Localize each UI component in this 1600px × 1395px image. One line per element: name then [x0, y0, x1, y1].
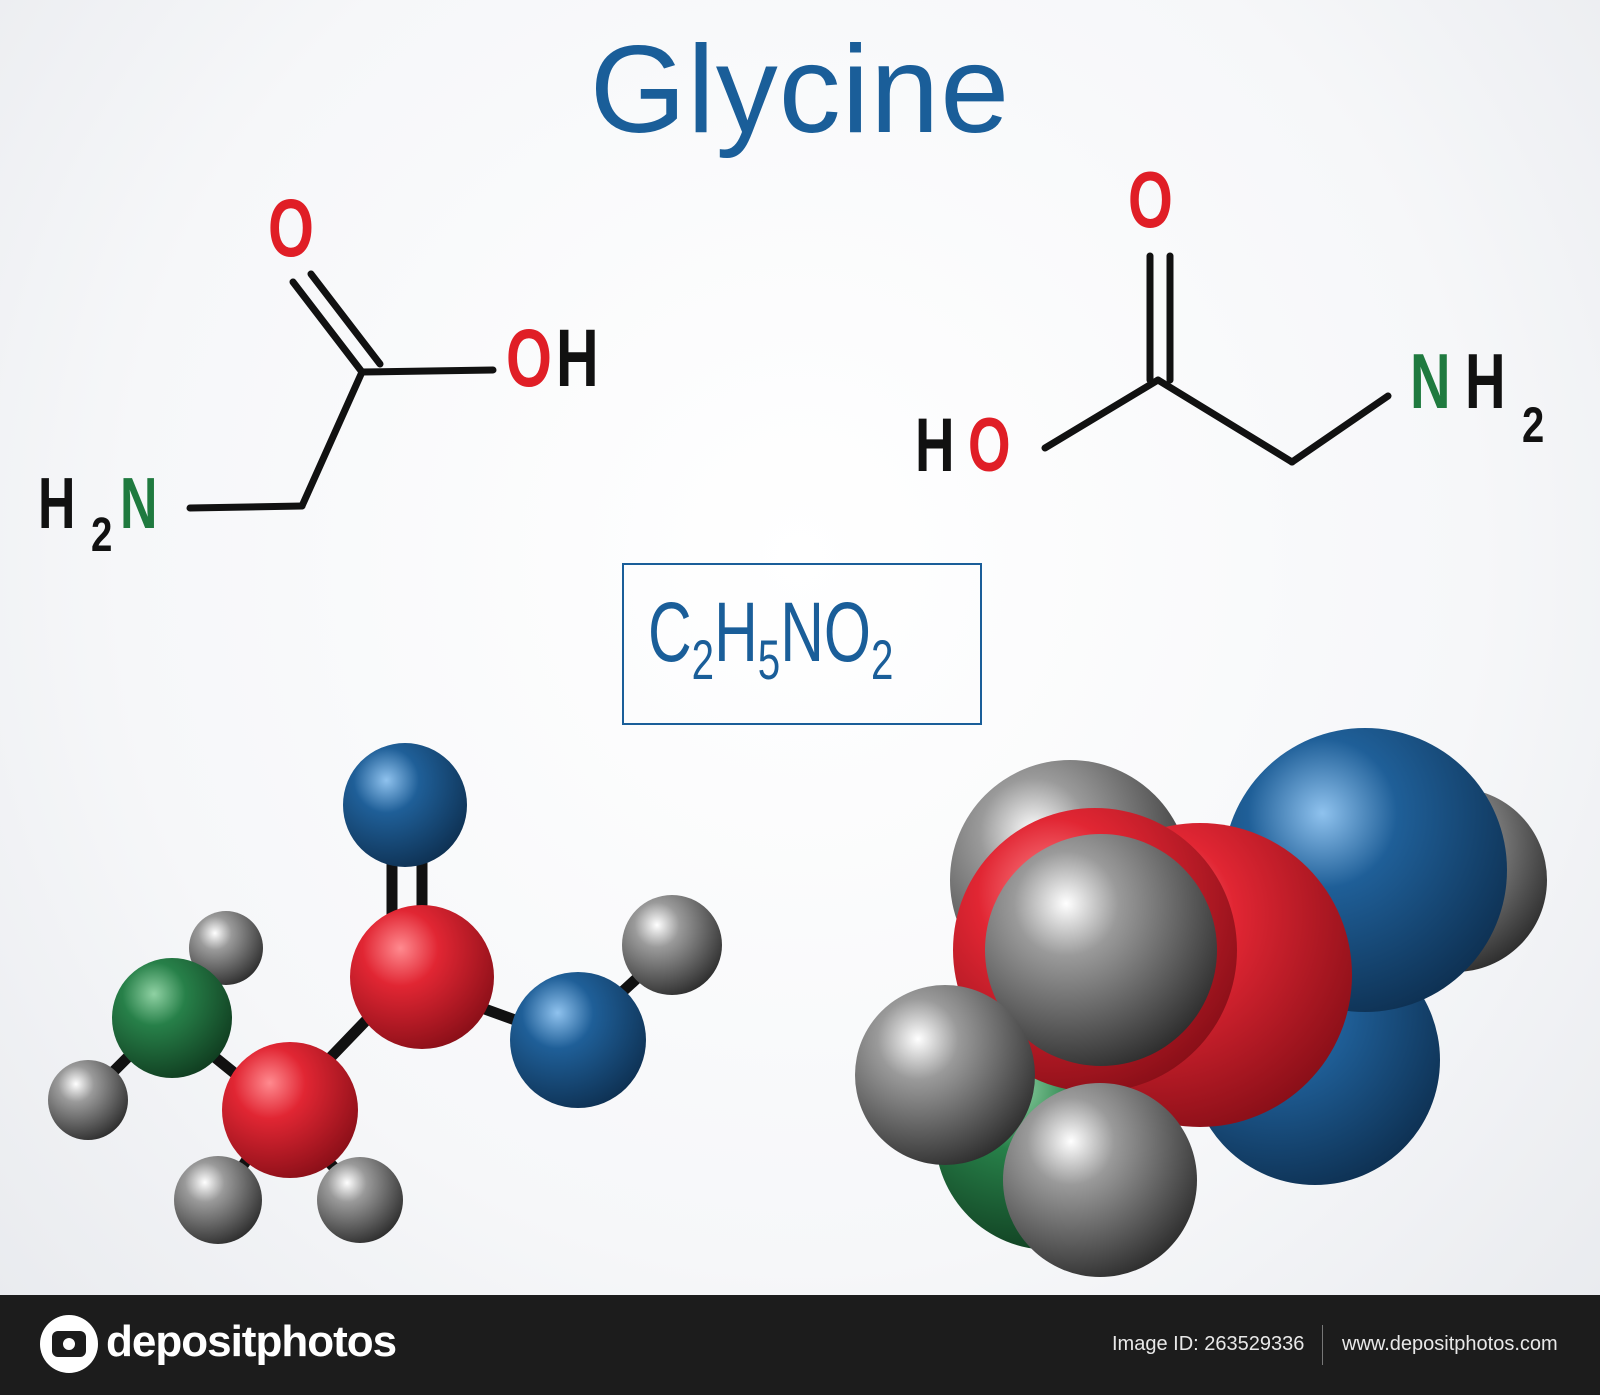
footer-bar: depositphotos Image ID: 263529336 www.de…: [0, 1295, 1600, 1395]
formula-n: N: [780, 585, 824, 679]
right-ho-h-label: H: [915, 403, 955, 488]
right-ho-o-label: O: [968, 403, 1011, 488]
molecule-art: [48, 252, 1547, 1277]
carbon-atom-carboxyl: [350, 905, 494, 1049]
ball-and-stick-model: [48, 743, 722, 1244]
hydrogen-atom: [189, 911, 263, 985]
hydrogen-sphere: [855, 985, 1035, 1165]
formula-o: O: [823, 585, 871, 679]
molecular-formula: C2H5NO2: [648, 590, 893, 688]
formula-box: [622, 563, 982, 725]
oxygen-atom-hydroxyl: [510, 972, 646, 1108]
formula-o-sub: 2: [870, 628, 894, 691]
right-structure-bonds: [1041, 252, 1392, 466]
carbon-atom-alpha: [222, 1042, 358, 1178]
hydrogen-atom: [48, 1060, 128, 1140]
image-id: Image ID: 263529336: [1112, 1333, 1305, 1355]
right-nh2-subscript: 2: [1522, 397, 1545, 453]
formula-h: H: [714, 585, 758, 679]
hydrogen-atom: [317, 1157, 403, 1243]
right-o-top-label: O: [1128, 155, 1173, 244]
right-nh2-h-label: H: [1465, 337, 1506, 425]
hydrogen-sphere: [1003, 1083, 1197, 1277]
hydrogen-atom: [174, 1156, 262, 1244]
hydrogen-sphere: [985, 834, 1217, 1066]
formula-c: C: [648, 585, 692, 679]
left-structure-bonds: [186, 270, 497, 512]
left-h2n-h-label: H: [38, 464, 76, 544]
oxygen-atom-double: [343, 743, 467, 867]
formula-h-sub: 5: [757, 628, 781, 691]
page-title: Glycine: [589, 21, 1011, 159]
left-o-top-label: O: [268, 183, 314, 274]
website-link[interactable]: www.depositphotos.com: [1342, 1333, 1558, 1355]
hydrogen-atom: [622, 895, 722, 995]
formula-c-sub: 2: [691, 628, 715, 691]
left-h2n-subscript: 2: [91, 509, 113, 562]
footer-divider: [1322, 1325, 1323, 1365]
left-h2n-n-label: N: [120, 464, 158, 544]
right-nh2-n-label: N: [1410, 337, 1451, 425]
camera-lens-icon: [60, 1335, 78, 1353]
nitrogen-atom: [112, 958, 232, 1078]
brand-name: depositphotos: [106, 1317, 397, 1366]
space-filling-model: [855, 728, 1547, 1277]
left-oh-h-label: H: [556, 313, 599, 404]
left-oh-o-label: O: [506, 313, 552, 404]
